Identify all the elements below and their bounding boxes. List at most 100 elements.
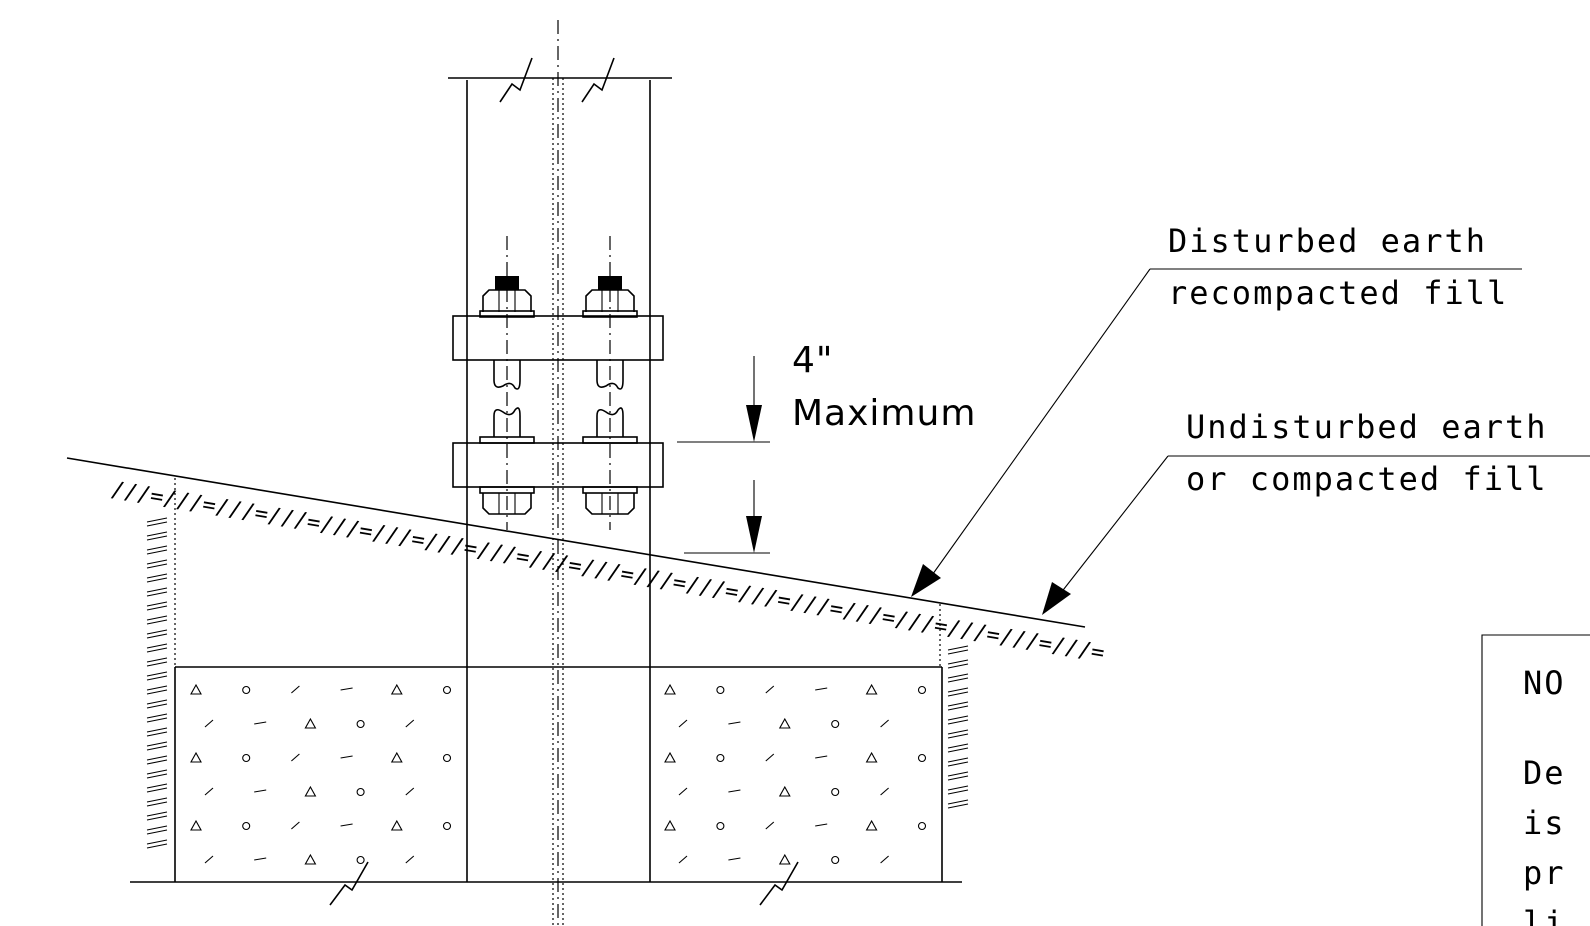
hatch-stroke <box>146 577 168 583</box>
hatch-stroke <box>146 587 168 593</box>
aggregate-dash <box>765 821 775 830</box>
aggregate-dash <box>728 857 741 861</box>
hatch-stroke <box>146 815 168 821</box>
aggregate-dash <box>728 721 741 725</box>
aggregate-triangle <box>778 717 791 729</box>
aggregate-dash <box>340 687 353 691</box>
bolt-shank-lower <box>493 407 521 437</box>
aggregate-circle <box>356 787 365 797</box>
hatch-stroke <box>146 601 168 607</box>
hatch-stroke <box>146 741 168 747</box>
aggregate-circle <box>716 685 725 695</box>
hatch-stroke <box>947 715 969 721</box>
callout-undisturbed-line2: or compacted fill <box>1186 460 1548 498</box>
hatch-stroke <box>146 769 168 775</box>
notes-line-2: is <box>1523 804 1566 842</box>
aggregate-dash <box>880 855 889 864</box>
hatch-stroke <box>947 649 969 655</box>
hatch-stroke <box>947 659 969 665</box>
aggregate-circle <box>356 855 365 865</box>
aggregate-dash <box>678 855 688 864</box>
hatch-stroke <box>947 743 969 749</box>
notes-line-1: De <box>1523 754 1566 792</box>
aggregate-dash <box>204 855 214 864</box>
aggregate-triangle <box>190 683 202 695</box>
callout-undisturbed-earth: Undisturbed earth or compacted fill <box>1042 408 1590 615</box>
aggregate-dash <box>678 787 688 796</box>
bolt-thread <box>598 276 622 290</box>
aggregate-triangle <box>190 751 202 763</box>
hatch-stroke <box>146 759 168 765</box>
aggregate-dash <box>340 823 353 827</box>
hatch-stroke <box>947 673 969 679</box>
hatch-stroke <box>146 549 168 555</box>
bolt-shank-upper <box>596 360 624 390</box>
hatch-stroke <box>146 545 168 551</box>
aggregate-dash <box>405 719 415 728</box>
hatch-stroke <box>947 705 969 711</box>
hatch-stroke <box>947 719 969 725</box>
aggregate-circle <box>917 753 927 763</box>
hatch-stroke <box>947 789 969 795</box>
aggregate-triangle <box>190 819 202 831</box>
hatch-stroke <box>947 799 969 805</box>
aggregate-circle <box>917 821 927 831</box>
hatch-stroke <box>146 563 168 569</box>
lower-plate <box>452 442 664 488</box>
hatch-stroke <box>146 619 168 625</box>
bolt-shank-lower <box>596 407 624 437</box>
top-washer <box>479 310 535 318</box>
svg-text:///=///=///=///=///=///=///=//: ///=///=///=///=///=///=///=///=///=///=… <box>109 477 1106 666</box>
hatch-stroke <box>947 677 969 683</box>
aggregate-dash <box>880 787 889 796</box>
dimension-qualifier: Maximum <box>792 393 976 434</box>
hatch-stroke <box>146 801 168 807</box>
hatch-stroke <box>146 559 168 565</box>
concrete-footing <box>130 666 962 906</box>
top-nut <box>585 289 635 312</box>
callout-disturbed-line2: recompacted fill <box>1168 274 1508 312</box>
hatch-stroke <box>146 591 168 597</box>
hatch-stroke <box>146 647 168 653</box>
excavation-right <box>939 604 969 809</box>
leveling-washer-top <box>582 436 638 444</box>
anchor-bolt-1 <box>479 236 535 530</box>
aggregate-triangle <box>865 683 878 695</box>
hatch-stroke <box>146 811 168 817</box>
hatch-stroke <box>146 615 168 621</box>
excavation-left <box>146 478 176 849</box>
aggregate-dash <box>254 789 267 793</box>
top-nut <box>482 289 532 312</box>
hatch-stroke <box>146 727 168 733</box>
ground-line <box>66 457 1086 628</box>
aggregate-circle <box>917 685 927 695</box>
aggregate-circle <box>442 753 452 763</box>
hatch-stroke <box>947 701 969 707</box>
hatch-stroke <box>146 689 168 695</box>
hatch-stroke <box>947 729 969 735</box>
aggregate-triangle <box>664 683 676 695</box>
aggregate-dash <box>405 787 415 796</box>
aggregate-dash <box>815 755 828 759</box>
aggregate-circle <box>716 821 725 831</box>
notes-heading: NO <box>1523 664 1566 702</box>
aggregate-circle <box>442 685 452 695</box>
hatch-stroke <box>146 717 168 723</box>
aggregate-circle <box>831 855 840 865</box>
hatch-stroke <box>146 843 168 849</box>
hatch-stroke <box>146 829 168 835</box>
aggregate-dash <box>405 855 415 864</box>
hatch-stroke <box>146 685 168 691</box>
aggregate-triangle <box>664 751 676 763</box>
aggregate-dash <box>815 687 828 691</box>
hatch-stroke <box>947 747 969 753</box>
hatch-stroke <box>146 773 168 779</box>
hatch-stroke <box>146 731 168 737</box>
leveling-washer-top <box>479 436 535 444</box>
hatch-stroke <box>146 517 168 523</box>
hatch-stroke <box>947 687 969 693</box>
leveling-washer-bottom <box>582 486 638 494</box>
hatch-stroke <box>146 713 168 719</box>
hatch-stroke <box>947 761 969 767</box>
